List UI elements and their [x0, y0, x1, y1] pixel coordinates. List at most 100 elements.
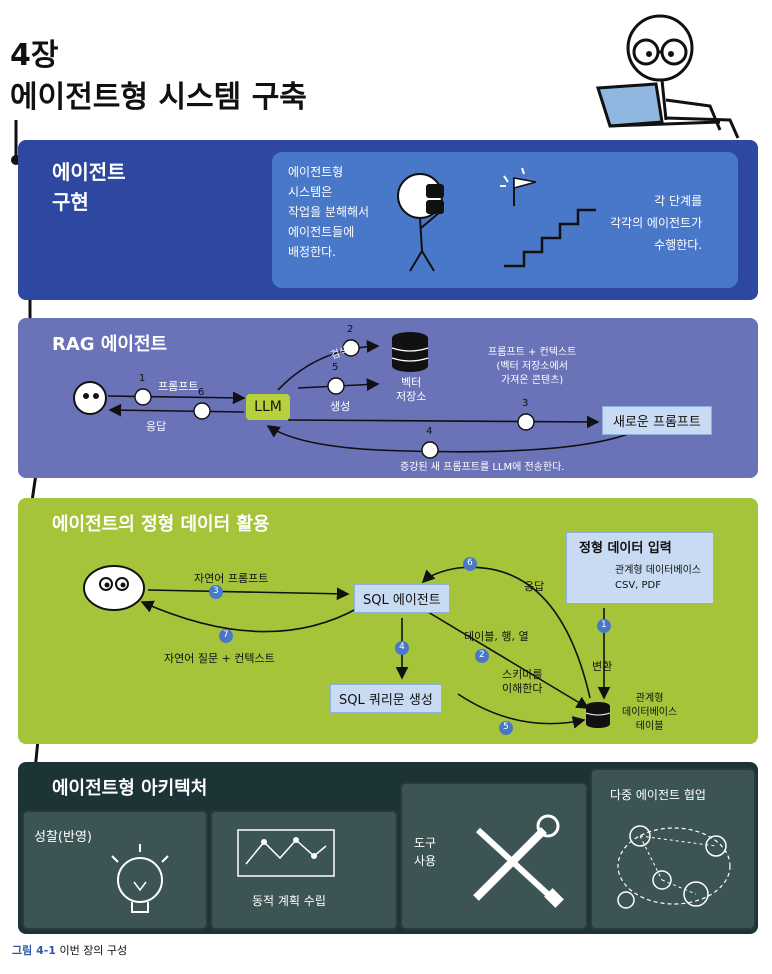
user-face-icon-2	[83, 565, 145, 611]
label-prompt-context: 프롬프트 + 컨텍스트 (벡터 저장소에서 가져온 콘텐츠)	[488, 346, 576, 388]
left-text-line: 작업을 분해해서	[288, 205, 370, 219]
schema-line: 이해한다	[502, 682, 543, 695]
input-box-title: 정형 데이터 입력	[579, 541, 672, 556]
edge-natural-question	[140, 600, 359, 633]
llm-node: LLM	[246, 394, 290, 420]
rdb-line: 관계형	[635, 693, 664, 704]
edge-query-db	[457, 693, 586, 729]
context-line: (벡터 저장소에서	[496, 361, 568, 372]
relational-db-icon	[585, 702, 611, 728]
page-title: 에이전트형 시스템 구축	[10, 80, 307, 115]
left-text-line: 에이전트들에	[288, 225, 355, 239]
band1-title-line2: 구현	[52, 190, 89, 214]
edge-response	[108, 403, 245, 417]
rag-step-1: 1	[139, 373, 146, 384]
label-natural-prompt: 자연어 프롬프트	[194, 572, 269, 585]
label-augmented: 증강된 새 프롬프트를 LLM에 전송한다.	[400, 462, 565, 473]
sql-step-4: 4	[399, 642, 405, 652]
edge-prompt	[107, 391, 246, 405]
tile-tools: 도구 사용	[400, 782, 588, 930]
schema-line: 스키마를	[502, 668, 543, 681]
network-agents-icon	[617, 825, 731, 909]
input-box-line: 관계형 데이터베이스	[615, 565, 701, 576]
tile-planning: 동적 계획 수립	[210, 810, 398, 930]
band1-title-line1: 에이전트	[52, 160, 126, 184]
edge-to-new-prompt	[287, 415, 600, 429]
band-structured-data: 에이전트의 정형 데이터 활용	[18, 498, 758, 744]
figure-text: 이번 장의 구성	[59, 944, 128, 957]
context-line: 프롬프트 + 컨텍스트	[488, 347, 577, 358]
rdb-line: 테이블	[635, 721, 664, 732]
rag-step-3: 3	[522, 398, 529, 409]
wrench-screwdriver-icon	[473, 814, 564, 908]
band2-title: RAG 에이전트	[52, 334, 168, 355]
context-line: 가져온 콘텐츠)	[501, 375, 564, 386]
edge-search	[277, 339, 380, 391]
edge-augmented	[266, 425, 639, 453]
label-vector-db: 벡터 저장소	[396, 376, 426, 404]
structured-input-box: 정형 데이터 입력 관계형 데이터베이스 CSV, PDF	[566, 532, 714, 604]
user-face-icon	[73, 381, 107, 415]
label-convert: 변환	[592, 660, 613, 673]
tile-multi-agent: 다중 에이전트 협업	[590, 768, 756, 930]
new-prompt-node: 새로운 프롬프트	[602, 406, 712, 435]
vector-db-icon	[391, 332, 429, 372]
edge-schema	[417, 605, 590, 709]
sql-step-5: 5	[503, 722, 509, 732]
db-label-line: 저장소	[396, 390, 427, 403]
band3-title: 에이전트의 정형 데이터 활용	[52, 514, 270, 535]
rdb-line: 데이터베이스	[622, 707, 678, 718]
label-response: 응답	[524, 580, 545, 593]
tile-reflection: 성찰(반영)	[22, 810, 208, 930]
tools-line: 사용	[414, 854, 437, 868]
label-reflection: 성찰(반영)	[34, 830, 92, 845]
staircase-flag-icon	[500, 167, 596, 268]
rag-step-6: 6	[198, 387, 205, 398]
left-text-line: 에이전트형	[288, 165, 344, 179]
right-text-line: 각각의 에이전트가	[610, 216, 703, 230]
sql-agent-node: SQL 에이전트	[354, 584, 450, 613]
figure-number: 그림 4-1	[12, 944, 56, 957]
binoculars-figure-icon	[397, 173, 444, 272]
label-multi-agent: 다중 에이전트 협업	[610, 788, 706, 802]
label-table-row-col: 테이블, 행, 열	[464, 630, 529, 643]
band-rag-agent: RAG 에이전트	[18, 318, 758, 478]
label-relational-db: 관계형 데이터베이스 테이블	[622, 692, 677, 734]
label-prompt: 프롬프트	[158, 380, 199, 393]
rag-step-5: 5	[332, 362, 339, 373]
band4-title: 에이전트형 아키텍처	[52, 778, 208, 799]
sql-step-1: 1	[601, 620, 607, 630]
label-tools: 도구 사용	[414, 834, 436, 870]
rag-flow-diagram	[73, 332, 639, 459]
step-circles	[134, 339, 535, 459]
input-box-lines: 관계형 데이터베이스 CSV, PDF	[615, 563, 701, 593]
chart-plan-icon	[237, 829, 335, 877]
label-natural-question: 자연어 질문 + 컨텍스트	[164, 652, 275, 665]
right-text-line: 각 단계를	[654, 194, 703, 208]
left-text-line: 배정한다.	[288, 245, 336, 259]
stick-figure-laptop-icon	[595, 14, 740, 139]
label-generate: 생성	[330, 400, 351, 413]
band-agent-implementation: 에이전트 구현 에이전트형 시스템은 작업을 분해해서 에이전트들에 배정한다.	[18, 140, 758, 300]
rag-step-4: 4	[426, 426, 433, 437]
right-text-line: 수행한다.	[654, 238, 703, 252]
tools-line: 도구	[414, 836, 437, 850]
db-label-line: 벡터	[401, 376, 422, 389]
edge-natural-prompt	[147, 587, 350, 601]
band-agentic-architecture: 에이전트형 아키텍처 성찰(반영) 동적 계획 수립	[18, 762, 758, 934]
sql-step-3: 3	[213, 586, 219, 596]
sql-step-circles	[209, 557, 611, 735]
sql-step-2: 2	[479, 650, 485, 660]
label-planning: 동적 계획 수립	[252, 894, 326, 908]
input-box-line: CSV, PDF	[615, 580, 662, 591]
sql-step-6: 6	[467, 558, 473, 568]
rag-step-2: 2	[347, 324, 354, 335]
band1-panel: 에이전트형 시스템은 작업을 분해해서 에이전트들에 배정한다.	[272, 152, 738, 288]
lightbulb-icon	[111, 844, 169, 913]
chapter-label: 4장	[10, 38, 59, 73]
edge-response-db	[421, 566, 591, 699]
sql-step-7: 7	[223, 630, 229, 640]
sql-query-node: SQL 쿼리문 생성	[330, 684, 442, 713]
figure-caption: 그림 4-1 이번 장의 구성	[12, 942, 127, 958]
